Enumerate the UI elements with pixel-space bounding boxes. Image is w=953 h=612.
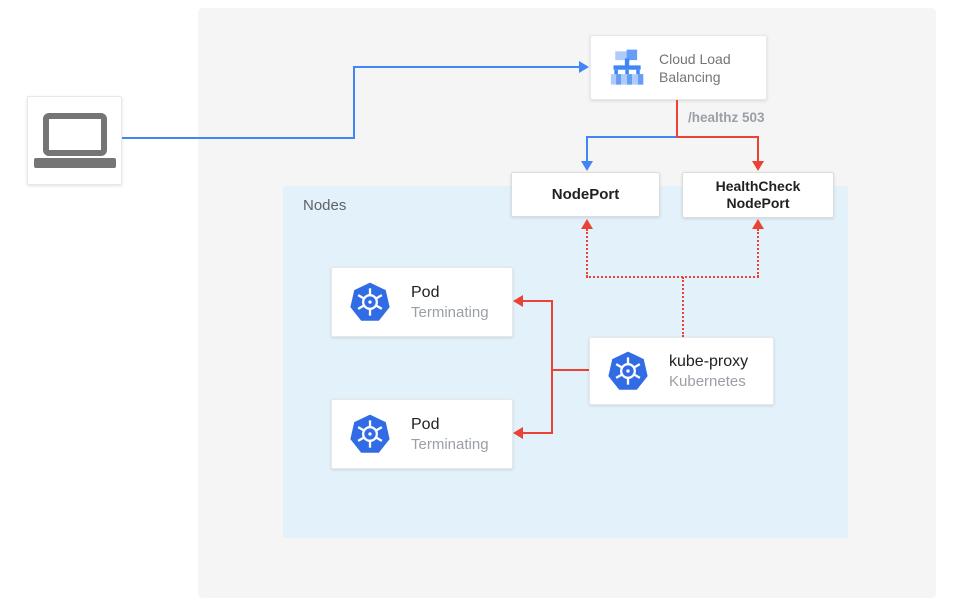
kubeproxy-to-pod2-arrowhead — [513, 427, 523, 439]
client-to-lb-arrowhead — [579, 61, 589, 73]
kubeproxy-dotted-line-segment — [682, 277, 684, 337]
pod-card: Pod Terminating — [331, 267, 513, 337]
cloud-load-balancing-card: Cloud Load Balancing — [590, 35, 767, 100]
lb-to-nodeport-line-segment — [586, 136, 676, 138]
healthcheck-nodeport-label: HealthCheck NodePort — [715, 178, 801, 211]
nodes-panel-label: Nodes — [303, 197, 347, 214]
cloud-load-balancing-label: Cloud Load Balancing — [659, 50, 731, 85]
kube-proxy-text: kube-proxy Kubernetes — [669, 351, 748, 392]
kubeproxy-to-pod1-line-segment — [521, 300, 553, 302]
kubeproxy-to-healthcheck-arrowhead — [752, 219, 764, 229]
laptop-screen — [42, 113, 107, 156]
nodeport-label: NodePort — [551, 186, 620, 203]
lb-to-healthcheck-nodeport-arrowhead — [752, 161, 764, 171]
cloud-load-balancing-icon — [610, 49, 644, 85]
kubeproxy-dotted-line-segment — [586, 276, 759, 278]
healthz-status-label: /healthz 503 — [688, 110, 765, 125]
lb-to-nodeport-line-segment — [586, 136, 588, 162]
kubeproxy-to-pods-line-segment — [552, 369, 589, 371]
kubernetes-icon — [350, 282, 390, 321]
healthcheck-nodeport-card: HealthCheck NodePort — [682, 172, 834, 218]
kube-proxy-title: kube-proxy — [669, 352, 749, 370]
kubeproxy-to-nodeport-arrowhead — [581, 219, 593, 229]
pod-card: Pod Terminating — [331, 399, 513, 469]
lb-to-healthcheck-nodeport-line-segment — [676, 136, 759, 138]
pod-text: Pod Terminating — [411, 282, 489, 323]
client-to-lb-line-segment — [353, 66, 355, 139]
kube-proxy-card: kube-proxy Kubernetes — [589, 337, 774, 405]
client-laptop-card — [27, 96, 122, 185]
nodeport-card: NodePort — [511, 172, 660, 217]
client-to-lb-line-segment — [353, 66, 579, 68]
kubeproxy-to-healthcheck-dotted-segment — [757, 229, 759, 277]
laptop-base — [33, 158, 116, 168]
kubernetes-icon — [608, 351, 648, 390]
lb-healthcheck-line-segment — [676, 100, 678, 138]
kubeproxy-to-pod1-arrowhead — [513, 295, 523, 307]
laptop-icon — [33, 113, 116, 168]
pod-text: Pod Terminating — [411, 414, 489, 455]
kubeproxy-to-pods-line-segment — [551, 300, 553, 434]
pod-status: Terminating — [411, 303, 489, 321]
kube-proxy-subtitle: Kubernetes — [669, 372, 746, 390]
client-to-lb-line-segment — [122, 137, 355, 139]
kubernetes-icon — [350, 414, 390, 453]
kubeproxy-to-pod2-line-segment — [521, 432, 553, 434]
lb-to-healthcheck-nodeport-line-segment — [757, 136, 759, 162]
kubeproxy-to-nodeport-dotted-segment — [586, 229, 588, 277]
lb-to-nodeport-arrowhead — [581, 161, 593, 171]
pod-status: Terminating — [411, 435, 489, 453]
pod-title: Pod — [411, 283, 440, 301]
pod-title: Pod — [411, 415, 440, 433]
